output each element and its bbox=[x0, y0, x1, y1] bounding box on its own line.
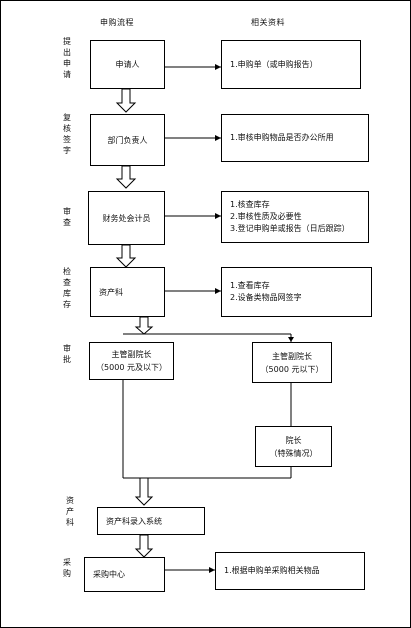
vp-right-sub: （5000 元以下） bbox=[260, 364, 324, 374]
step-dept-head: 部门负责人 bbox=[90, 114, 165, 166]
docs-purchase-center: 1.根据申购单采购相关物品 bbox=[215, 552, 365, 590]
step-vp-right: 主管副院长 （5000 元以下） bbox=[252, 342, 332, 383]
block-arrow-4 bbox=[134, 316, 154, 335]
side-label-asset-dept: 资产科 bbox=[66, 496, 74, 527]
vp-left-sub: （5000 元及以下） bbox=[96, 363, 167, 372]
step-purchase-center-label: 采购中心 bbox=[93, 570, 125, 579]
step-finance: 财务处会计员 bbox=[88, 191, 165, 245]
step-purchase-center: 采购中心 bbox=[84, 557, 165, 592]
docs-dept-head: 1.审核申购物品是否办公所用 bbox=[221, 114, 369, 162]
vp-left-title: 主管副院长 bbox=[111, 350, 152, 359]
step-applicant: 申请人 bbox=[90, 40, 165, 89]
step-asset-office: 资产科 bbox=[90, 267, 165, 317]
header-process: 申购流程 bbox=[100, 18, 134, 27]
step-finance-label: 财务处会计员 bbox=[102, 213, 151, 223]
step-vp-left: 主管副院长 （5000 元及以下） bbox=[89, 342, 174, 380]
docs-dept-head-line-1: 1.审核申购物品是否办公所用 bbox=[230, 133, 334, 142]
step-dept-head-label: 部门负责人 bbox=[107, 135, 148, 145]
step-president: 院长 （特殊情况） bbox=[255, 426, 332, 467]
block-arrow-5 bbox=[134, 477, 154, 506]
side-label-dept-review: 复核签字 bbox=[63, 113, 71, 155]
block-arrow-3 bbox=[115, 244, 137, 268]
vp-right-title: 主管副院长 bbox=[272, 351, 312, 361]
arrowhead-finance-docs bbox=[215, 213, 221, 219]
block-arrow-6 bbox=[134, 534, 154, 558]
step-applicant-label: 申请人 bbox=[115, 60, 140, 69]
side-label-approval: 审批 bbox=[63, 344, 71, 364]
president-title: 院长 bbox=[285, 435, 302, 445]
docs-asset-office: 1.查看库存 2.设备类物品网签字 bbox=[221, 267, 372, 317]
arrowhead-branch-right bbox=[288, 337, 294, 342]
docs-asset-office-line-1: 1.查看库存 bbox=[230, 281, 270, 290]
side-label-purchase: 采购 bbox=[63, 558, 71, 578]
docs-finance-line-1: 1.核查库存 bbox=[230, 200, 270, 209]
step-asset-entry: 资产科录入系统 bbox=[97, 507, 205, 535]
arrowhead-applicant-docs bbox=[215, 64, 221, 70]
block-arrow-1 bbox=[115, 88, 137, 113]
step-asset-entry-label: 资产科录入系统 bbox=[106, 516, 162, 526]
docs-applicant-line-1: 1.申购单（或申购报告） bbox=[230, 59, 318, 69]
arrowhead-asset-docs bbox=[215, 288, 221, 294]
docs-purchase-center-line-1: 1.根据申购单采购相关物品 bbox=[224, 566, 320, 575]
president-sub: （特殊情况） bbox=[269, 448, 318, 458]
side-label-proposal: 提出申请 bbox=[63, 37, 71, 79]
docs-finance-line-3: 3.登记申购单或报告（日后跟踪） bbox=[230, 224, 350, 233]
block-arrow-2 bbox=[115, 165, 137, 189]
step-asset-office-label: 资产科 bbox=[99, 287, 123, 297]
docs-applicant: 1.申购单（或申购报告） bbox=[221, 40, 361, 89]
header-docs: 相关资料 bbox=[251, 18, 285, 27]
docs-finance: 1.核查库存 2.审核性质及必要性 3.登记申购单或报告（日后跟踪） bbox=[221, 191, 369, 243]
arrowhead-dept-docs bbox=[215, 135, 221, 141]
side-label-check-stock: 检查库存 bbox=[63, 267, 71, 309]
docs-finance-line-2: 2.审核性质及必要性 bbox=[230, 212, 302, 221]
side-label-audit: 审查 bbox=[63, 207, 71, 227]
docs-asset-office-line-2: 2.设备类物品网签字 bbox=[230, 293, 302, 302]
arrowhead-purchase-docs bbox=[209, 567, 215, 573]
